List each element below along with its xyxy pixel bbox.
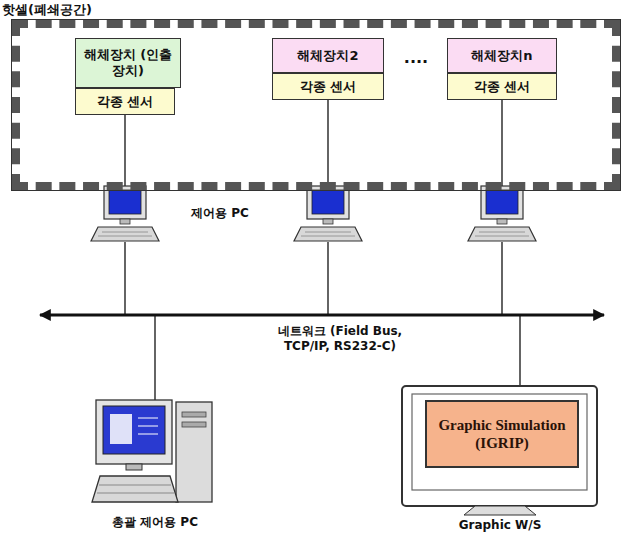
- box-label: 각종 센서: [297, 79, 360, 95]
- box-label: Graphic Simulation (IGRIP): [427, 416, 577, 452]
- simulation-box: Graphic Simulation (IGRIP): [425, 400, 579, 468]
- device-box: 각종 센서: [447, 73, 557, 100]
- pc-icon: [468, 186, 536, 241]
- box-label: 해체장치n: [468, 48, 535, 64]
- main-pc-icon: [92, 400, 212, 502]
- pc-icon: [294, 186, 362, 241]
- device-box: 해체장치2: [272, 38, 384, 73]
- device-label: Graphic W/S: [440, 518, 560, 533]
- device-label: 총괄 제어용 PC: [80, 515, 230, 530]
- box-label: 해체장치 (인출장치): [76, 47, 180, 78]
- pc-icon: [91, 186, 159, 241]
- box-label: 각종 센서: [94, 94, 157, 110]
- device-box: 각종 센서: [75, 88, 175, 115]
- box-label: 해체장치2: [294, 48, 361, 64]
- device-box: 해체장치 (인출장치): [75, 38, 181, 88]
- device-label: 제어용 PC: [180, 206, 260, 221]
- wire: [125, 100, 520, 400]
- hot-cell-region: 핫셀(폐쇄공간)해체장치 (인출장치)각종 센서해체장치2각종 센서해체장치n각…: [12, 20, 620, 190]
- device-box: 해체장치n: [447, 38, 557, 73]
- box-label: 각종 센서: [471, 79, 534, 95]
- device-box: 각종 센서: [272, 73, 384, 100]
- network-label: 네트워크 (Field Bus, TCP/IP, RS232-C): [256, 324, 424, 354]
- workstation-monitor: [402, 386, 597, 515]
- network-bus: [40, 314, 604, 317]
- region-heading: 핫셀(폐쇄공간): [2, 1, 92, 19]
- ellipsis: ....: [390, 48, 442, 68]
